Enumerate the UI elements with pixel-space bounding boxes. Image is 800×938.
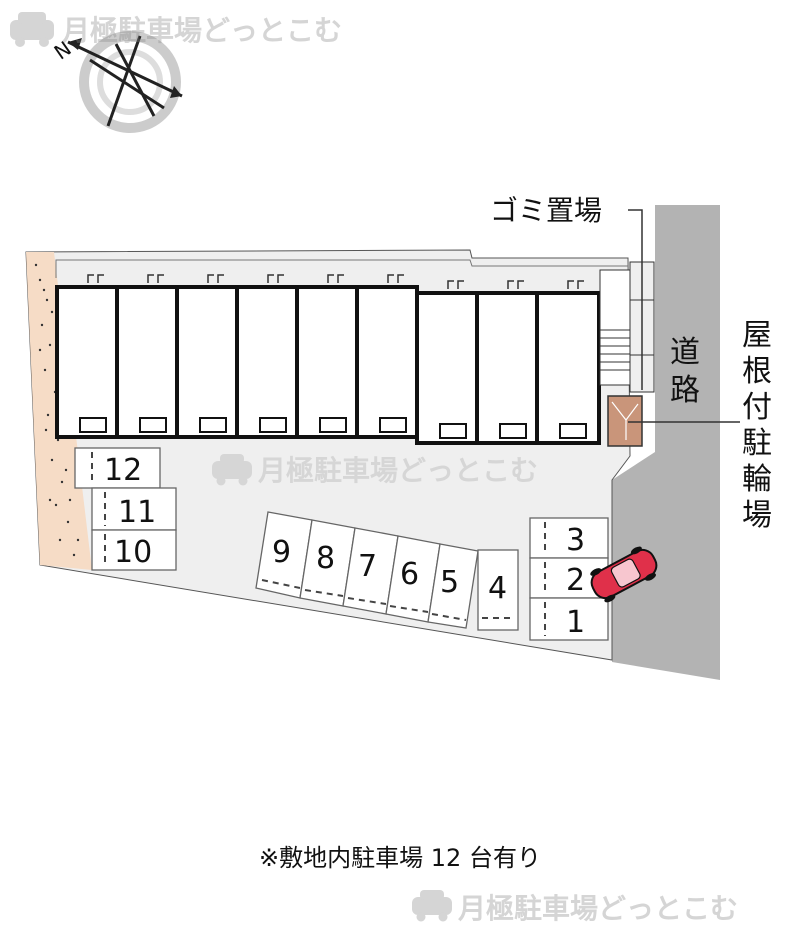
parking-count-note: ※敷地内駐車場 12 台有り [259,844,541,872]
unit-4 [235,285,299,439]
svg-text:月極駐車場どっとこむ: 月極駐車場どっとこむ [257,454,538,487]
parking-number-2: 2 [566,563,585,598]
watermark-center: 月極駐車場どっとこむ [212,454,538,487]
bicycle-parking-mark [611,401,639,440]
garbage-area-label: ゴミ置場 [490,194,602,227]
unit-1 [55,285,119,439]
svg-text:場: 場 [742,498,772,533]
unit-5 [295,285,359,439]
svg-text:屋: 屋 [742,318,772,353]
svg-text:道: 道 [670,335,700,370]
parking-number-1: 1 [566,605,585,640]
parking-number-11: 11 [118,495,156,530]
car-icon [10,12,54,47]
unit-7 [415,291,479,445]
parking-space-lines [74,447,609,641]
svg-text:月極駐車場どっとこむ: 月極駐車場どっとこむ [61,14,342,47]
svg-text:輪: 輪 [742,462,772,497]
unit-3 [175,285,239,439]
garbage-leader-line [628,209,643,390]
unit-6 [355,285,419,439]
car-icon [412,890,452,922]
unit-entrances [79,417,587,439]
parking-number-4: 4 [488,571,507,606]
car-icon [212,454,252,486]
svg-text:駐: 駐 [742,426,772,461]
watermark-bottom: 月極駐車場どっとこむ [412,890,738,925]
parking-numbers: 12 11 10 9 8 7 6 5 4 3 2 1 [104,453,585,640]
parking-number-9: 9 [272,535,291,570]
unit-2 [115,285,179,439]
svg-text:月極駐車場どっとこむ: 月極駐車場どっとこむ [457,892,738,925]
unit-balcony-marks [87,274,584,289]
parking-number-7: 7 [358,549,377,584]
parking-number-5: 5 [440,565,459,600]
bicycle-parking-label: 屋 根 付 駐 輪 場 [742,318,772,533]
parking-number-8: 8 [316,541,335,576]
fence-line [55,259,628,278]
parking-number-10: 10 [114,535,152,570]
svg-text:根: 根 [742,354,772,389]
unit-9 [535,291,601,445]
parking-dash-lines [91,452,546,636]
parking-number-12: 12 [104,453,142,488]
watermark-top: 月極駐車場どっとこむ [10,12,342,47]
apartment-building [55,285,601,445]
parking-number-6: 6 [400,557,419,592]
compass-icon [67,31,183,133]
road-label: 道 路 [670,335,700,408]
bicycle-parking-structure [607,395,643,447]
unit-8 [475,291,539,445]
svg-text:路: 路 [670,373,700,408]
stairs [599,261,655,393]
parking-number-3: 3 [566,523,585,558]
car-icon [590,546,658,603]
svg-text:付: 付 [742,390,772,425]
